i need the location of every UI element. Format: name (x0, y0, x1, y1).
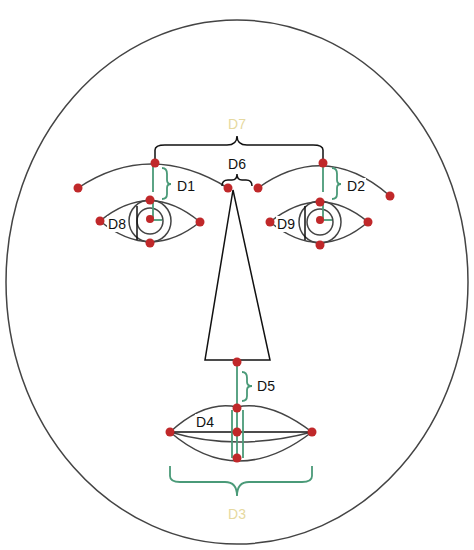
distance-label: D9 (276, 216, 296, 232)
distance-label: D2 (346, 178, 366, 194)
distance-label: D1 (176, 178, 196, 194)
distance-label: D4 (195, 414, 215, 430)
distance-label: D3 (227, 506, 247, 522)
distance-label: D8 (107, 216, 127, 232)
distance-label: D5 (256, 378, 276, 394)
distance-label: D7 (227, 116, 247, 132)
distance-label: D6 (227, 156, 247, 172)
